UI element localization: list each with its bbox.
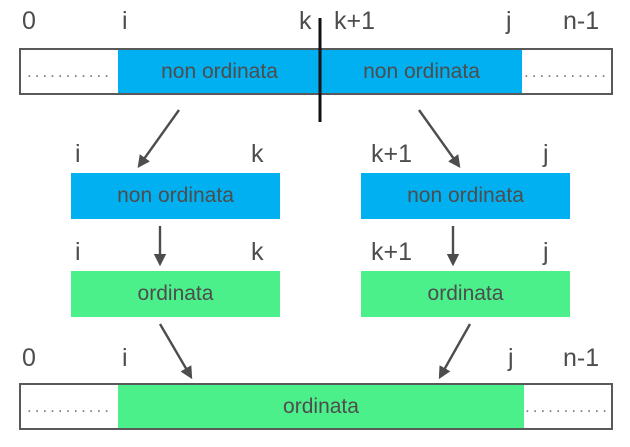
row2-right-label-j: j <box>543 140 549 168</box>
bottom-label-n-1: n-1 <box>563 344 600 372</box>
bottom-array-sorted-segment: ordinata <box>118 385 524 428</box>
arrow-top-to-right-unsorted <box>418 109 461 168</box>
top-label-k-plus-1: k+1 <box>334 7 376 35</box>
row2-left-label-i: i <box>75 140 81 168</box>
arrow-left-sorted-to-merged <box>158 323 193 380</box>
row2-left-label-k: k <box>251 140 264 168</box>
top-array-left-filler: ........... <box>27 62 112 81</box>
top-array-bar: ........... non ordinata non ordinata ..… <box>19 48 613 95</box>
bottom-array-segment-label: ordinata <box>283 394 359 418</box>
row3-right-sorted-box: ordinata <box>361 271 570 317</box>
top-label-j: j <box>506 7 512 35</box>
row2-right-label-k-plus-1: k+1 <box>371 140 413 168</box>
row3-right-label-j: j <box>543 238 549 266</box>
top-array-left-unsorted-segment: non ordinata <box>118 50 321 93</box>
bottom-array-right-filler: ........... <box>525 397 610 416</box>
row3-left-label-i: i <box>75 238 81 266</box>
top-array-right-unsorted-segment: non ordinata <box>321 50 522 93</box>
row2-left-unsorted-box: non ordinata <box>71 173 280 219</box>
row2-right-unsorted-box: non ordinata <box>361 173 570 219</box>
top-label-n-1: n-1 <box>563 7 600 35</box>
top-label-i: i <box>122 7 128 35</box>
top-label-k: k <box>299 7 312 35</box>
arrow-right-sorted-to-merged <box>438 323 472 380</box>
top-array-right-segment-label: non ordinata <box>363 59 480 83</box>
top-array-right-filler: ........... <box>524 62 609 81</box>
bottom-label-j: j <box>508 344 514 372</box>
row3-left-sorted-box: ordinata <box>71 271 280 317</box>
bottom-label-0: 0 <box>22 344 36 372</box>
row3-right-label-k-plus-1: k+1 <box>371 238 413 266</box>
arrow-top-to-left-unsorted <box>137 109 180 168</box>
bottom-label-i: i <box>122 344 128 372</box>
bottom-array-bar: ........... ordinata ........... <box>19 383 613 430</box>
top-array-left-segment-label: non ordinata <box>161 59 278 83</box>
bottom-array-left-filler: ........... <box>27 397 112 416</box>
row3-left-label-k: k <box>251 238 264 266</box>
top-label-0: 0 <box>22 7 36 35</box>
